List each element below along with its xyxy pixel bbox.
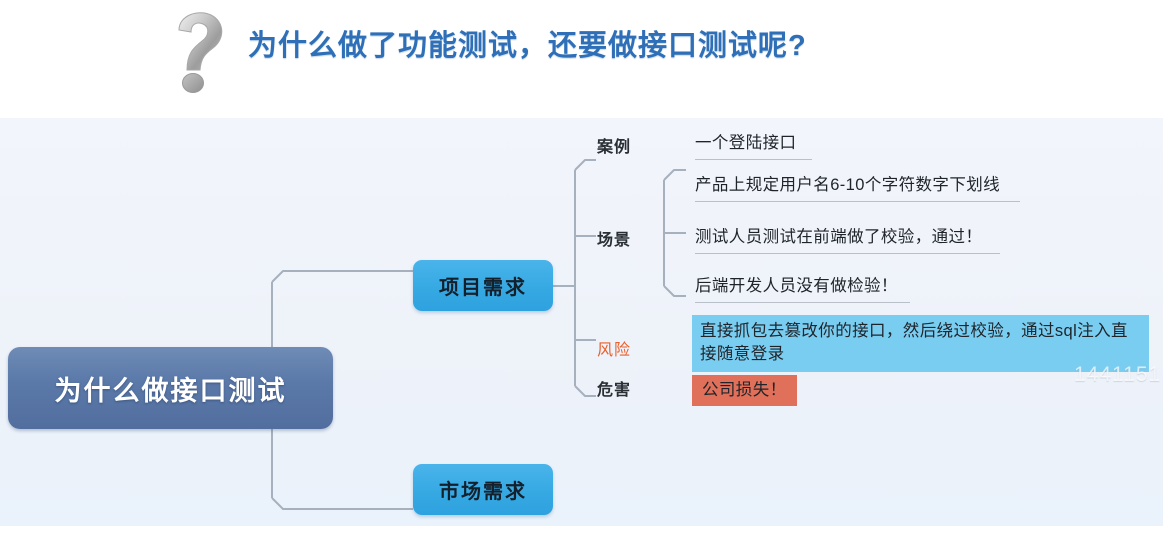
- detail-underline: [695, 159, 812, 160]
- branch-node-project-requirement[interactable]: 项目需求: [413, 260, 553, 311]
- branch-node-label: 项目需求: [439, 277, 527, 299]
- question-mark-icon: [157, 6, 241, 94]
- detail-text: 一个登陆接口: [695, 134, 797, 152]
- category-label-case[interactable]: 案例: [597, 139, 632, 156]
- detail-underline: [695, 302, 910, 303]
- category-label-harm[interactable]: 危害: [597, 382, 632, 399]
- header-bar: 为什么做了功能测试，还要做接口测试呢?: [0, 0, 1163, 118]
- detail-text: 直接抓包去篡改你的接口，然后绕过校验，通过sql注入直接随意登录: [700, 322, 1128, 363]
- mindmap-panel: 为什么做接口测试 项目需求 市场需求 案例 场景 风险 危害 一个登陆接口 产品…: [0, 118, 1163, 526]
- root-node[interactable]: 为什么做接口测试: [8, 347, 333, 429]
- detail-item-scenario-0[interactable]: 产品上规定用户名6-10个字符数字下划线: [695, 174, 1020, 202]
- branch-node-market-requirement[interactable]: 市场需求: [413, 464, 553, 515]
- category-label-scenario[interactable]: 场景: [597, 232, 632, 249]
- detail-text: 产品上规定用户名6-10个字符数字下划线: [695, 176, 1001, 194]
- category-label-risk[interactable]: 风险: [597, 342, 632, 359]
- detail-text: 公司损失！: [702, 381, 787, 399]
- detail-underline: [695, 201, 1020, 202]
- branch-node-label: 市场需求: [439, 481, 527, 503]
- detail-item-risk-0[interactable]: 直接抓包去篡改你的接口，然后绕过校验，通过sql注入直接随意登录: [692, 315, 1149, 372]
- detail-text: 后端开发人员没有做检验！: [695, 277, 898, 295]
- detail-item-case-0[interactable]: 一个登陆接口: [695, 132, 812, 160]
- detail-item-scenario-2[interactable]: 后端开发人员没有做检验！: [695, 275, 910, 303]
- detail-text: 测试人员测试在前端做了校验，通过！: [695, 228, 983, 246]
- detail-item-harm-0[interactable]: 公司损失！: [692, 375, 797, 406]
- page-title: 为什么做了功能测试，还要做接口测试呢?: [248, 30, 807, 62]
- detail-underline: [695, 253, 1000, 254]
- connector-lines: [271, 159, 686, 510]
- detail-item-scenario-1[interactable]: 测试人员测试在前端做了校验，通过！: [695, 226, 1000, 254]
- root-node-label: 为什么做接口测试: [54, 375, 287, 406]
